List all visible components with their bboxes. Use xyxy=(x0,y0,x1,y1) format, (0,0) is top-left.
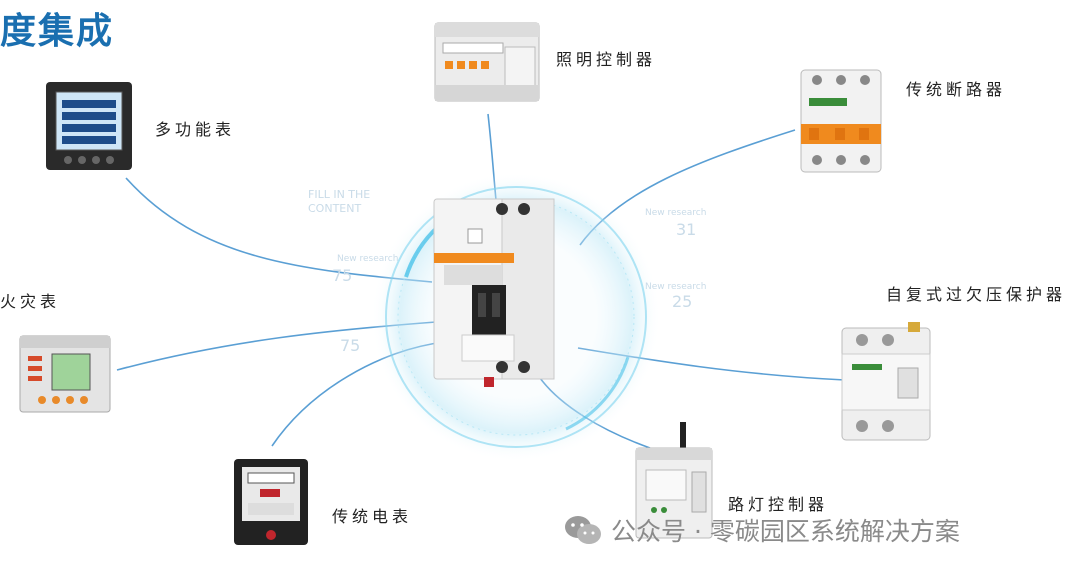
label-traditional-breaker: 传统断路器 xyxy=(906,76,1006,100)
fire-meter-image xyxy=(16,332,116,417)
ghost-new-research-1: New research xyxy=(337,254,398,264)
label-lighting-controller: 照明控制器 xyxy=(556,46,656,70)
label-multifunction-meter: 多功能表 xyxy=(155,116,235,140)
ghost-new-research-3: New research xyxy=(645,282,706,292)
ghost-new-research-2: New research xyxy=(645,208,706,218)
watermark-text: 公众号 · 零碳园区系统解决方案 xyxy=(611,512,960,548)
ghost-content: CONTENT xyxy=(308,202,361,215)
lighting-controller-image xyxy=(433,17,543,105)
multifunction-meter-image xyxy=(42,78,137,173)
traditional-meter-image xyxy=(230,455,312,550)
label-fire-meter: 火灾表 xyxy=(0,288,60,312)
traditional-breaker-image xyxy=(795,68,887,178)
ghost-num-3: 31 xyxy=(676,220,696,239)
watermark: 公众号 · 零碳园区系统解决方案 xyxy=(563,510,960,550)
ghost-fill-in: FILL IN THE xyxy=(308,188,370,201)
ghost-num-1: 75 xyxy=(332,266,352,285)
ghost-num-2: 75 xyxy=(340,336,360,355)
ghost-num-4: 25 xyxy=(672,292,692,311)
smart-breaker-image xyxy=(432,195,562,390)
label-self-reset-protector: 自复式过欠压保护器 xyxy=(886,281,1066,305)
wechat-icon xyxy=(563,513,603,547)
self-reset-protector-image xyxy=(838,318,934,444)
label-traditional-meter: 传统电表 xyxy=(332,503,412,527)
